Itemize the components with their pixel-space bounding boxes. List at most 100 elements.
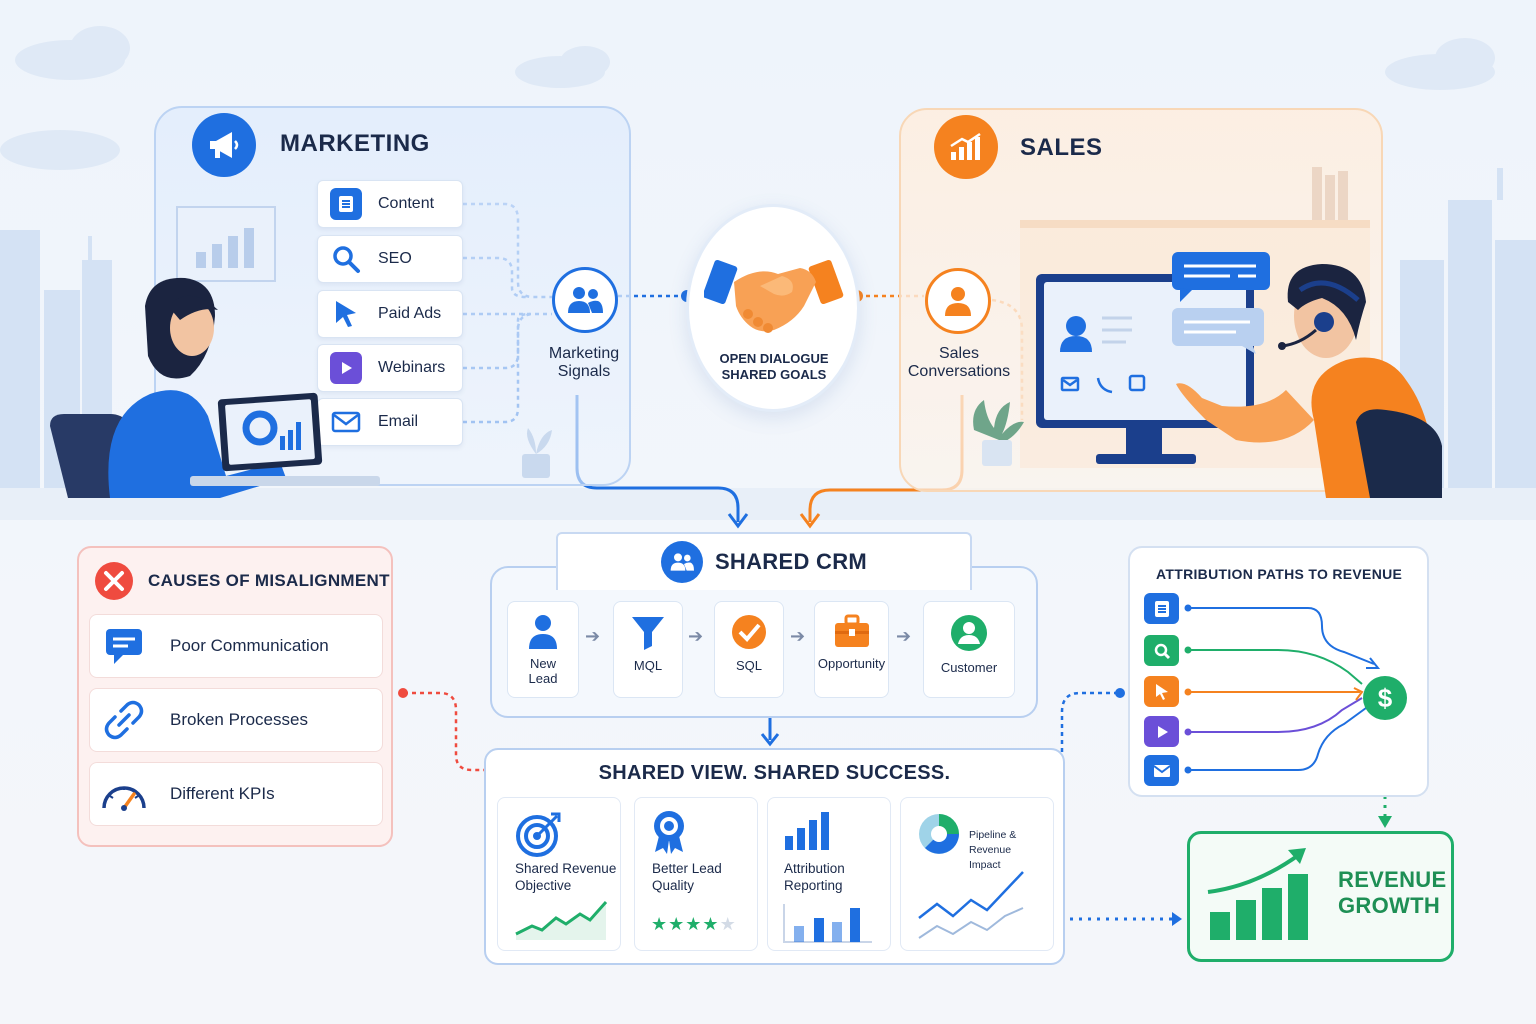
- broken-link-icon: [100, 696, 148, 744]
- stage-label: Customer: [940, 660, 998, 675]
- stage-label: New Lead: [528, 656, 558, 686]
- misalignment-title: CAUSES OF MISALIGNMENT: [148, 571, 390, 590]
- misalignment-label: Broken Processes: [170, 710, 308, 729]
- success-card-attribution-reporting[interactable]: Attribution Reporting: [767, 797, 891, 951]
- people-icon: [568, 287, 603, 313]
- wall-chart-icon: [176, 206, 276, 282]
- channel-paid-ads[interactable]: Paid Ads: [317, 290, 463, 338]
- card-label: Pipeline & Revenue Impact: [969, 829, 1017, 871]
- stage-label: SQL: [735, 658, 762, 673]
- sales-conversations-node[interactable]: [925, 268, 991, 334]
- card-label: Attribution Reporting: [784, 861, 845, 893]
- attribution-title: ATTRIBUTION PATHS TO REVENUE: [1156, 566, 1403, 582]
- star-icon: ★: [651, 914, 669, 934]
- svg-text:$: $: [1378, 683, 1393, 713]
- crm-stage-customer[interactable]: Customer: [923, 601, 1015, 698]
- stage-label: MQL: [633, 658, 663, 673]
- marketing-title: MARKETING: [280, 130, 430, 157]
- search-icon: [1144, 635, 1179, 666]
- misalignment-item-kpis[interactable]: Different KPIs: [89, 762, 383, 826]
- document-icon: [1144, 593, 1179, 624]
- attribution-panel: [1128, 546, 1429, 797]
- crm-stage-sql[interactable]: SQL: [714, 601, 784, 698]
- rating-stars: ★★★★★: [651, 914, 737, 935]
- channel-label: Content: [378, 195, 435, 212]
- card-label: Better Lead Quality: [652, 861, 722, 893]
- star-icon: ★: [685, 914, 703, 934]
- revenue-growth-panel: [1187, 831, 1454, 962]
- star-icon: ★: [719, 914, 737, 934]
- target-icon: [516, 812, 561, 857]
- stage-arrow-icon: ➔: [688, 626, 704, 646]
- person-icon: [529, 615, 557, 649]
- handshake-circle: [686, 204, 860, 412]
- funnel-icon: [632, 617, 664, 650]
- shared-success-title: SHARED VIEW. SHARED SUCCESS.: [598, 762, 951, 784]
- growth-chart-icon: [1207, 848, 1308, 940]
- cursor-icon: [1144, 676, 1179, 707]
- channel-label: Paid Ads: [378, 305, 442, 322]
- open-dialogue-text: OPEN DIALOGUE SHARED GOALS: [719, 351, 829, 382]
- sales-title: SALES: [1020, 134, 1103, 161]
- marketing-signals-node[interactable]: [552, 267, 618, 333]
- success-card-pipeline-impact[interactable]: Pipeline & Revenue Impact: [900, 797, 1054, 951]
- stage-arrow-icon: ➔: [585, 626, 601, 646]
- crm-stage-mql[interactable]: MQL: [613, 601, 683, 698]
- stage-label: Opportunity: [817, 656, 886, 671]
- document-icon: [330, 188, 362, 220]
- revenue-growth-text: REVENUE GROWTH: [1338, 867, 1447, 918]
- misalignment-item-processes[interactable]: Broken Processes: [89, 688, 383, 752]
- stage-arrow-icon: ➔: [790, 626, 806, 646]
- channel-label: Webinars: [378, 359, 446, 376]
- chat-icon: [100, 622, 148, 670]
- success-card-lead-quality[interactable]: Better Lead Quality ★★★★★: [634, 797, 758, 951]
- trend-line-icon: [515, 901, 608, 940]
- line-chart-icon: [918, 871, 1024, 939]
- plant-icon: [522, 428, 552, 478]
- channel-label: SEO: [378, 250, 412, 267]
- pie-chart-icon: [919, 814, 959, 854]
- sales-bar-chart-icon: [934, 115, 998, 179]
- gauge-icon: [100, 770, 148, 818]
- people-icon: [660, 541, 703, 583]
- dollar-icon: $: [1363, 676, 1407, 720]
- success-card-revenue-objective[interactable]: Shared Revenue Objective: [497, 797, 621, 951]
- envelope-icon: [1144, 755, 1179, 786]
- star-icon: ★: [668, 914, 686, 934]
- channel-email[interactable]: Email: [317, 398, 463, 446]
- card-label: Shared Revenue Objective: [515, 861, 617, 893]
- close-icon: [95, 562, 133, 600]
- shared-crm-title: SHARED CRM: [714, 549, 868, 574]
- handshake-icon: [704, 259, 844, 333]
- stage-arrow-icon: ➔: [896, 626, 912, 646]
- envelope-icon: [330, 406, 362, 438]
- channel-label: Email: [378, 413, 419, 430]
- cursor-icon: [330, 298, 362, 330]
- crm-stage-opportunity[interactable]: Opportunity: [814, 601, 889, 698]
- misalignment-label: Different KPIs: [170, 784, 275, 803]
- channel-content[interactable]: Content: [317, 180, 463, 228]
- mini-bar-chart-icon: [783, 904, 872, 943]
- customer-icon: [951, 615, 987, 651]
- crm-stage-new-lead[interactable]: New Lead: [507, 601, 579, 698]
- misalignment-label: Poor Communication: [170, 636, 329, 655]
- person-icon: [945, 287, 971, 316]
- misalignment-item-communication[interactable]: Poor Communication: [89, 614, 383, 678]
- channel-webinars[interactable]: Webinars: [317, 344, 463, 392]
- play-icon: [330, 352, 362, 384]
- sales-person-illustration: [973, 252, 1442, 498]
- shared-crm-header: SHARED CRM: [556, 532, 972, 590]
- award-icon: [654, 811, 684, 854]
- marketing-signals-label: Marketing Signals: [548, 345, 620, 380]
- search-icon: [330, 243, 362, 275]
- check-circle-icon: [732, 615, 766, 649]
- attribution-paths: [1184, 604, 1381, 774]
- bar-chart-icon: [785, 812, 829, 850]
- play-icon: [1144, 716, 1179, 747]
- briefcase-icon: [834, 614, 869, 647]
- marketing-person-illustration: [50, 277, 380, 498]
- megaphone-icon: [192, 113, 256, 177]
- sales-conversations-label: Sales Conversations: [907, 345, 1011, 380]
- star-icon: ★: [702, 914, 720, 934]
- channel-seo[interactable]: SEO: [317, 235, 463, 283]
